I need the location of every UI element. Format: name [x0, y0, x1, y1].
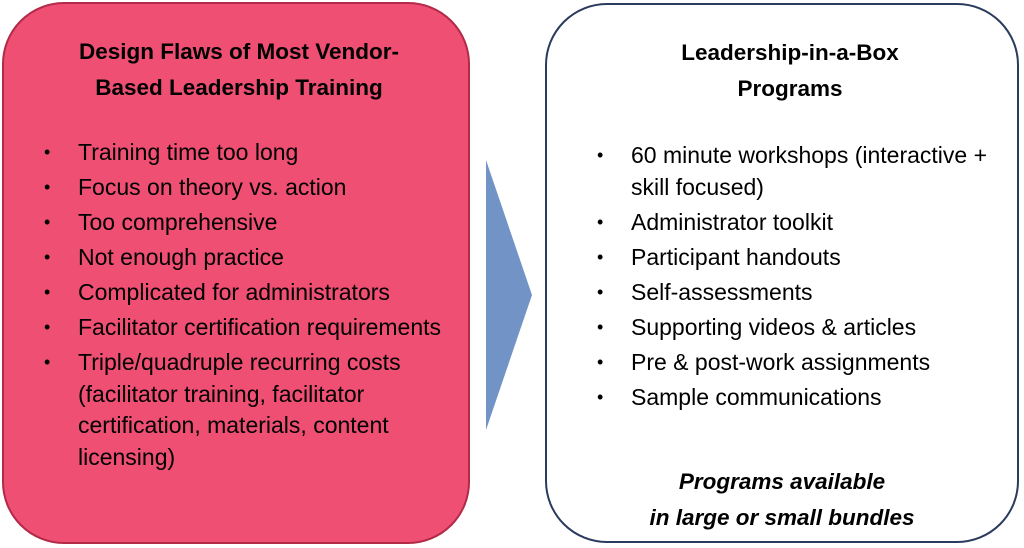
list-item: • Sample communications — [583, 382, 997, 414]
list-item: • Facilitator certification requirements — [30, 312, 448, 344]
bullet-icon: • — [597, 281, 604, 302]
list-item-text: Focus on theory vs. action — [78, 174, 347, 200]
bundles-note-line2: in large or small bundles — [649, 505, 915, 530]
bullet-icon: • — [44, 247, 51, 267]
list-item: • Triple/quadruple recurring costs (facil… — [30, 347, 448, 473]
list-item: • Focus on theory vs. action — [30, 172, 448, 204]
list-item-text: Participant handouts — [631, 243, 841, 270]
list-item: • Administrator toolkit — [583, 207, 997, 239]
list-item-text: Triple/quadruple recurring costs (facili… — [78, 349, 401, 470]
list-item: • Training time too long — [30, 137, 448, 169]
list-item-text: Facilitator certification requirements — [78, 314, 442, 340]
bullet-icon: • — [597, 351, 604, 372]
bullet-icon: • — [597, 145, 604, 165]
leadership-in-a-box-title-line2: Programs — [737, 76, 843, 101]
bullet-icon: • — [44, 317, 51, 337]
list-item: • Supporting videos & articles — [583, 312, 997, 344]
list-item: • Too comprehensive — [30, 207, 448, 239]
list-item-text: Administrator toolkit — [631, 208, 833, 235]
bullet-icon: • — [597, 246, 604, 267]
list-item-text: Training time too long — [78, 139, 299, 165]
bullet-icon: • — [44, 282, 51, 302]
list-item-text: Complicated for administrators — [78, 279, 390, 305]
list-item: • Self-assessments — [583, 277, 997, 309]
design-flaws-list: • Training time too long • Focus on theory… — [30, 137, 448, 473]
leadership-in-a-box-title: Leadership-in-a-Box Programs — [583, 35, 997, 107]
bullet-icon: • — [597, 211, 604, 232]
list-item: • Participant handouts — [583, 242, 997, 274]
bundles-note: Programs available in large or small bun… — [547, 464, 1017, 536]
program-features-list: • 60 minute workshops (interactive + skil… — [583, 140, 997, 413]
list-item-text: 60 minute workshops (interactive + skill… — [631, 142, 988, 200]
list-item-text: Pre & post-work assignments — [631, 348, 931, 375]
design-flaws-title: Design Flaws of Most Vendor- Based Leade… — [30, 34, 448, 106]
list-item-text: Self-assessments — [631, 278, 813, 305]
list-item-text: Sample communications — [631, 383, 882, 410]
list-item: • Pre & post-work assignments — [583, 347, 997, 379]
bullet-icon: • — [597, 316, 604, 337]
list-item-text: Supporting videos & articles — [631, 313, 917, 340]
bullet-icon: • — [44, 352, 51, 372]
list-item-text: Not enough practice — [78, 244, 284, 270]
bullet-icon: • — [44, 212, 51, 232]
bullet-icon: • — [44, 142, 51, 162]
bullet-icon: • — [44, 177, 51, 197]
design-flaws-panel: Design Flaws of Most Vendor- Based Leade… — [2, 2, 470, 544]
leadership-in-a-box-panel: Leadership-in-a-Box Programs • 60 minute … — [545, 3, 1019, 543]
leadership-in-a-box-title-line1: Leadership-in-a-Box — [681, 40, 899, 65]
right-arrow-shape — [486, 160, 532, 430]
design-flaws-title-line2: Based Leadership Training — [95, 75, 383, 100]
bullet-icon: • — [597, 386, 604, 407]
bundles-note-line1: Programs available — [678, 469, 886, 494]
right-arrow-icon — [486, 160, 532, 430]
list-item: • Complicated for administrators — [30, 277, 448, 309]
list-item: • Not enough practice — [30, 242, 448, 274]
design-flaws-title-line1: Design Flaws of Most Vendor- — [78, 39, 400, 64]
list-item-text: Too comprehensive — [78, 209, 278, 235]
list-item: • 60 minute workshops (interactive + skil… — [583, 140, 997, 203]
